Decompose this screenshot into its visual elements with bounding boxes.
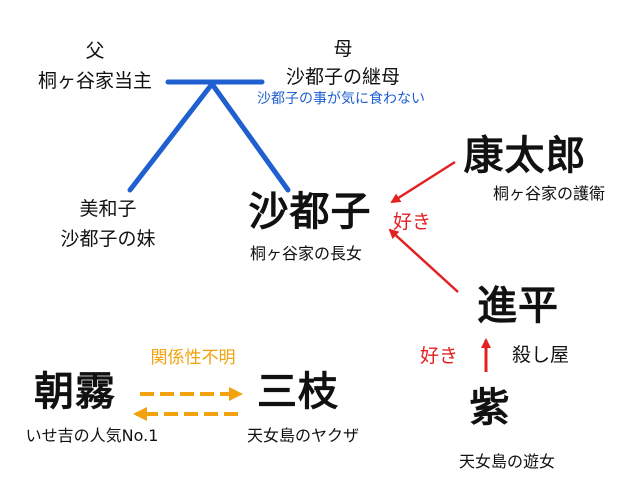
miwako-name-label: 美和子 <box>79 198 137 220</box>
kotaro-likes-satoko-arrow <box>390 160 456 204</box>
father-desc-label: 桐ヶ谷家当主 <box>37 70 153 92</box>
like-label-shinpei: 好き <box>420 345 459 367</box>
father-role-label: 父 <box>85 40 105 62</box>
asagiri-name-label: 朝霧 <box>34 369 116 415</box>
murasaki-desc-label: 天女島の遊女 <box>458 452 556 471</box>
shinpei-desc-label: 殺し屋 <box>512 344 570 366</box>
parents-to-miwako-line <box>127 81 215 193</box>
miwako-desc-label: 沙都子の妹 <box>60 228 156 250</box>
unknown-relation-label: 関係性不明 <box>150 348 236 368</box>
shinpei-name-label: 進平 <box>477 283 559 329</box>
kotaro-name-label: 康太郎 <box>463 133 587 179</box>
murasaki-name-label: 紫 <box>469 385 511 431</box>
shinpei-likes-satoko-arrow <box>388 228 459 293</box>
satoko-name-label: 沙都子 <box>248 189 372 235</box>
satoko-desc-label: 桐ヶ谷家の長女 <box>249 244 363 263</box>
mother-desc-label: 沙都子の継母 <box>285 66 401 88</box>
parents-to-satoko-line <box>209 81 291 193</box>
mother-note-label: 沙都子の事が気に食わない <box>257 91 425 107</box>
asagiri-desc-label: いせ吉の人気No.1 <box>25 426 159 445</box>
sanshi-name-label: 三枝 <box>257 369 339 415</box>
like-label-satoko: 好き <box>393 211 432 233</box>
kotaro-desc-label: 桐ヶ谷家の護衛 <box>492 184 606 203</box>
mother-role-label: 母 <box>333 38 353 60</box>
sanshi-desc-label: 天女島のヤクザ <box>246 426 360 445</box>
